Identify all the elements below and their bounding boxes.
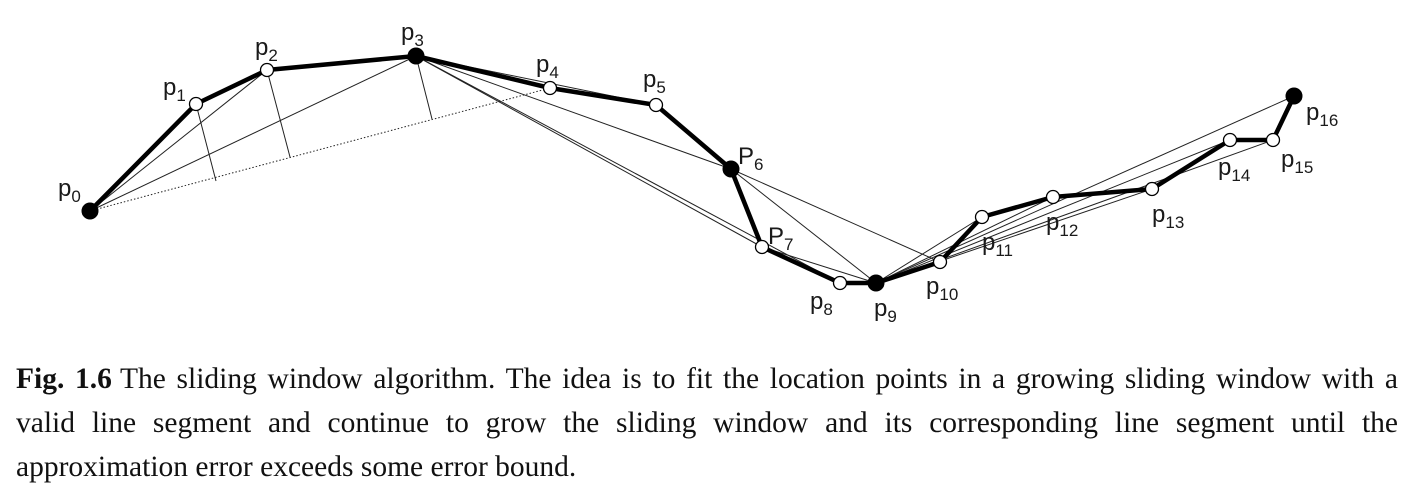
point-p0-filled: [81, 202, 99, 220]
approximation-segment-p0-p4: [89, 87, 551, 212]
point-p15-open: [1265, 132, 1281, 148]
trajectory-polyline: [88, 53, 1297, 286]
label-p2: p2: [255, 34, 278, 65]
point-p5-open: [648, 97, 664, 113]
point-p2-open: [259, 62, 275, 78]
error-distance-line: [195, 103, 217, 182]
label-p8: p8: [810, 288, 833, 319]
candidate-segment-p7-p9: [761, 246, 877, 284]
point-p11-open: [974, 209, 990, 225]
candidate-segment-p3-p6: [415, 55, 732, 170]
candidate-segment-p6-p9: [730, 168, 877, 284]
candidate-segment-p9-p16: [875, 95, 1295, 284]
point-p7-open: [754, 239, 770, 255]
caption-text: The sliding window algorithm. The idea i…: [16, 363, 1398, 483]
point-p12-open: [1045, 189, 1061, 205]
label-p0: p0: [58, 175, 81, 206]
candidate-segments: [89, 55, 1295, 284]
label-p14: p14: [1218, 154, 1250, 185]
label-p1: p1: [163, 74, 186, 105]
label-p5: p5: [643, 66, 666, 97]
label-p10: p10: [926, 273, 958, 304]
point-p10-open: [932, 254, 948, 270]
candidate-segment-p6-p10: [730, 168, 941, 263]
error-distance-line: [266, 69, 291, 158]
label-p16: p16: [1306, 99, 1338, 130]
candidate-segment-p0-p3: [89, 55, 417, 212]
label-p12: p12: [1046, 209, 1078, 240]
candidate-segment-p3-p7: [415, 55, 763, 248]
candidate-segment-p9-p12: [875, 196, 1054, 284]
trajectory-path: [88, 53, 1297, 286]
label-p6: P6: [738, 143, 763, 174]
candidate-segment-p0-p2: [89, 69, 268, 212]
label-p4: p4: [536, 51, 559, 82]
label-p13: p13: [1152, 201, 1184, 232]
point-p1-open: [188, 96, 204, 112]
label-p15: p15: [1281, 146, 1313, 177]
point-p16-filled: [1285, 87, 1303, 105]
location-points: [81, 47, 1303, 292]
point-p6-filled: [722, 160, 740, 178]
figure-label: Fig. 1.6: [16, 363, 112, 395]
point-p13-open: [1144, 181, 1160, 197]
point-p8-open: [832, 275, 848, 291]
label-p7: P7: [768, 223, 793, 254]
point-p9-filled: [867, 274, 885, 292]
point-p4-open: [542, 80, 558, 96]
candidate-segment-p3-p8: [415, 55, 841, 284]
point-p3-filled: [407, 47, 425, 65]
label-p11: p11: [982, 229, 1013, 260]
candidate-segment-p9-p11: [875, 216, 983, 284]
error-distance-line: [415, 55, 433, 120]
point-p14-open: [1222, 132, 1238, 148]
label-p9: p9: [874, 295, 897, 326]
label-p3: p3: [401, 19, 424, 50]
